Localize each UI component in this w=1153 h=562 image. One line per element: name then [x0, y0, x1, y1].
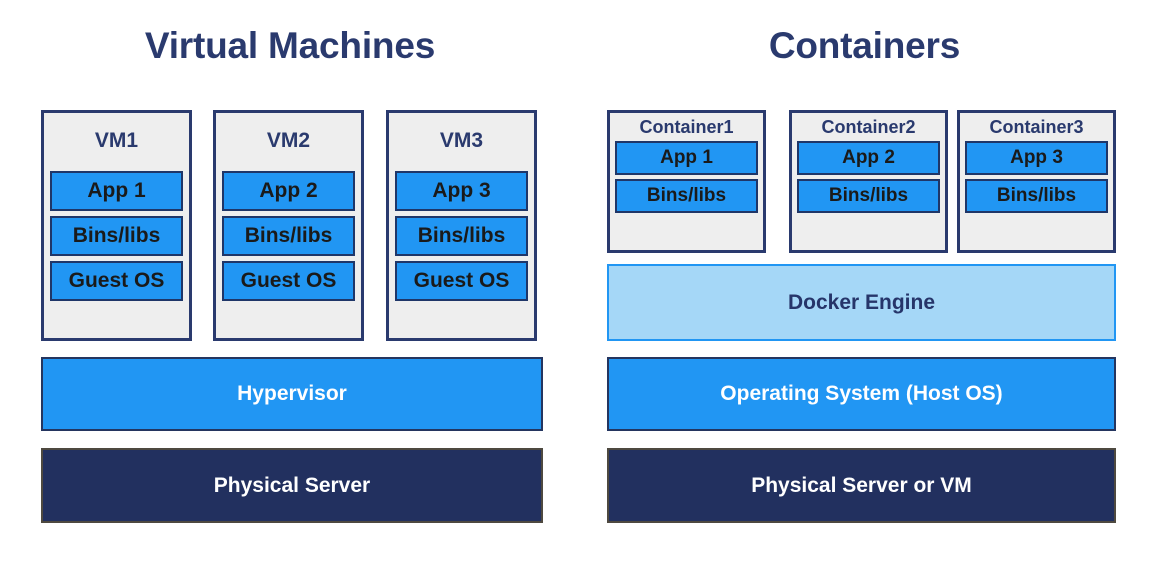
vm-unit-3-binslibs-block[interactable]: Bins/libs: [395, 216, 528, 256]
host-operating-system-layer[interactable]: Operating System (Host OS): [607, 357, 1116, 431]
container-unit-2-binslibs-block[interactable]: Bins/libs: [797, 179, 940, 213]
vm-unit-1[interactable]: VM1 App 1 Bins/libs Guest OS: [41, 110, 192, 341]
container-unit-1-label: Container1: [639, 117, 734, 137]
vm-unit-2[interactable]: VM2 App 2 Bins/libs Guest OS: [213, 110, 364, 341]
vm-unit-3-label: VM3: [439, 129, 484, 152]
container-unit-1[interactable]: Container1 App 1 Bins/libs: [607, 110, 766, 253]
physical-server-layer[interactable]: Physical Server: [41, 448, 543, 523]
container-unit-2[interactable]: Container2 App 2 Bins/libs: [789, 110, 948, 253]
docker-engine-layer[interactable]: Docker Engine: [607, 264, 1116, 341]
container-unit-2-label: Container2: [821, 117, 916, 137]
container-unit-3-label: Container3: [989, 117, 1084, 137]
vm-unit-2-binslibs-block[interactable]: Bins/libs: [222, 216, 355, 256]
container-unit-3-binslibs-block[interactable]: Bins/libs: [965, 179, 1108, 213]
vm-unit-1-app-block[interactable]: App 1: [50, 171, 183, 211]
physical-server-or-vm-layer[interactable]: Physical Server or VM: [607, 448, 1116, 523]
vm-unit-3-app-block[interactable]: App 3: [395, 171, 528, 211]
vm-unit-2-guestos-block[interactable]: Guest OS: [222, 261, 355, 301]
vm-unit-1-binslibs-block[interactable]: Bins/libs: [50, 216, 183, 256]
vm-unit-3-guestos-block[interactable]: Guest OS: [395, 261, 528, 301]
hypervisor-layer[interactable]: Hypervisor: [41, 357, 543, 431]
container-unit-1-binslibs-block[interactable]: Bins/libs: [615, 179, 758, 213]
vm-unit-3[interactable]: VM3 App 3 Bins/libs Guest OS: [386, 110, 537, 341]
virtual-machines-title: Virtual Machines: [144, 25, 436, 66]
containers-title: Containers: [768, 25, 961, 66]
container-unit-2-app-block[interactable]: App 2: [797, 141, 940, 175]
vm-unit-2-app-block[interactable]: App 2: [222, 171, 355, 211]
container-unit-3-app-block[interactable]: App 3: [965, 141, 1108, 175]
vm-unit-1-guestos-block[interactable]: Guest OS: [50, 261, 183, 301]
container-unit-1-app-block[interactable]: App 1: [615, 141, 758, 175]
vm-unit-1-label: VM1: [94, 129, 139, 152]
vm-unit-2-label: VM2: [266, 129, 311, 152]
container-unit-3[interactable]: Container3 App 3 Bins/libs: [957, 110, 1116, 253]
